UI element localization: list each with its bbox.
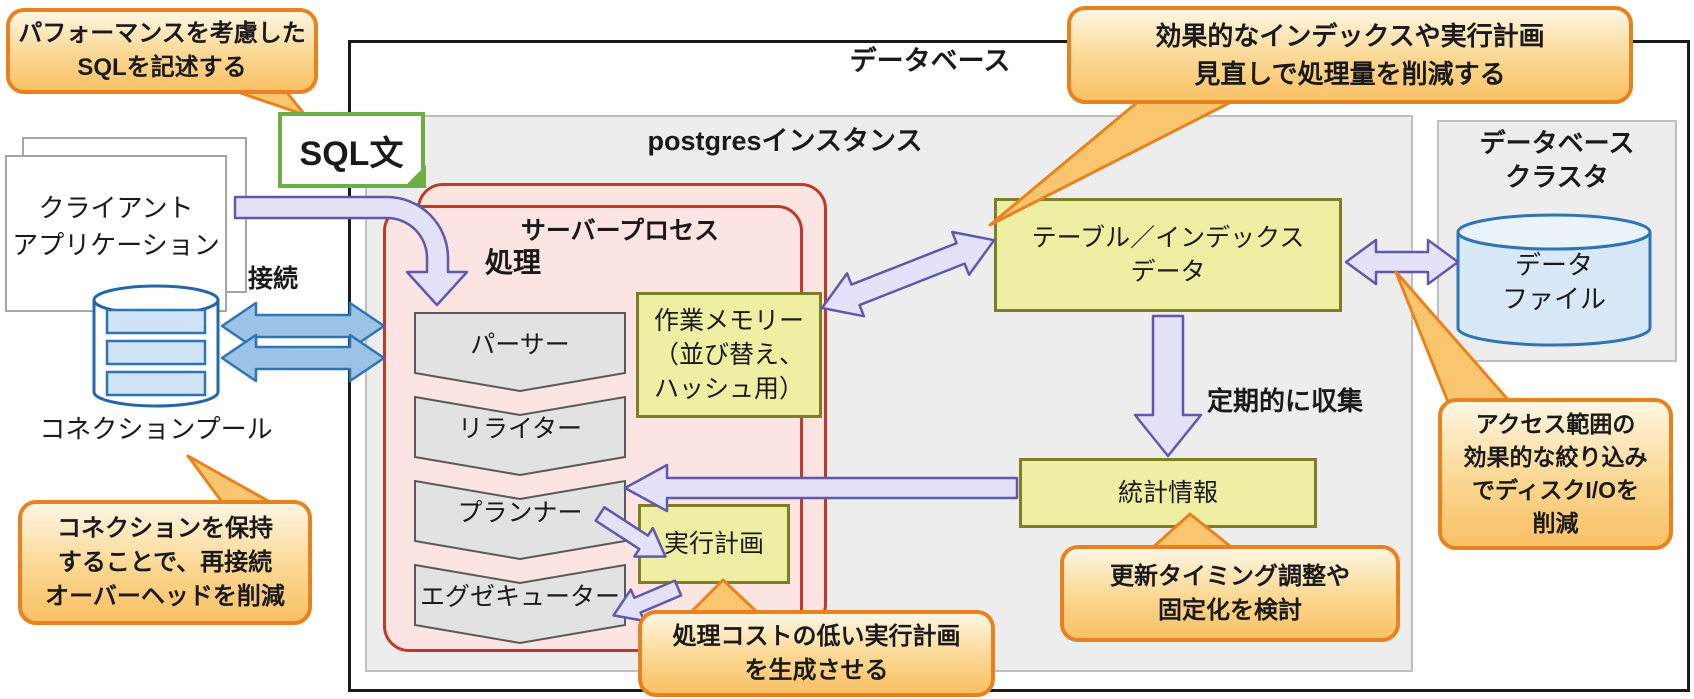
sql-to-parser-arrow <box>233 195 469 307</box>
connection-pool-label: コネクションプール <box>39 414 273 444</box>
rewriter-chevron <box>414 395 626 477</box>
executor-chevron <box>414 563 626 645</box>
stats-tuning-line2: 固定化を検討 <box>1158 596 1302 624</box>
postgres-instance-title: postgresインスタンス <box>647 126 923 156</box>
low-cost-plan-line2: を生成させる <box>744 656 889 684</box>
keep-connection-line1: コネクションを保持 <box>57 514 273 542</box>
parser-label: パーサー <box>470 331 570 359</box>
data-file-line1: データ <box>1514 250 1593 280</box>
db-cluster-line2: クラスタ <box>1505 162 1609 192</box>
disk-io-line2: 効果的な絞り込み <box>1463 444 1648 470</box>
server-process-title: サーバープロセス <box>520 217 720 245</box>
pool-slot-1 <box>105 308 207 335</box>
pool-slot-3 <box>105 370 207 397</box>
disk-io-line1: アクセス範囲の <box>1475 411 1636 437</box>
pool-slot-2 <box>105 339 207 366</box>
planner-label: プランナー <box>457 499 583 527</box>
table-index-box: テーブル／インデックス データ <box>994 198 1342 312</box>
executor-label: エグゼキューター <box>419 583 620 611</box>
work-memory-line3: ハッシュ用） <box>653 375 804 403</box>
client-app-label: クライアント アプリケーション <box>5 190 227 264</box>
db-cluster-line1: データベース <box>1479 128 1635 158</box>
performance-callout-line1: パフォーマンスを考慮した <box>18 20 306 47</box>
table-index-line2: データ <box>1130 258 1206 286</box>
index-callout-pointer <box>988 98 1237 227</box>
index-review-line1: 効果的なインデックスや実行計画 <box>1155 21 1545 51</box>
parser-chevron <box>414 312 626 393</box>
table-index-line1: テーブル／インデックス <box>1031 224 1305 252</box>
low-cost-plan-line1: 処理コストの低い実行計画 <box>672 622 961 650</box>
disk-io-callout: アクセス範囲の 効果的な絞り込み でディスクI/Oを 削減 <box>1438 398 1673 550</box>
disk-io-line4: 削減 <box>1532 510 1579 536</box>
database-title: データベース <box>849 46 1011 76</box>
sql-note: SQL文 <box>278 112 425 188</box>
index-review-line2: 見直しで処理量を削減する <box>1194 59 1506 89</box>
stats-tuning-callout: 更新タイミング調整や 固定化を検討 <box>1060 545 1400 642</box>
keep-connection-line3: オーバーヘッドを削減 <box>45 582 285 610</box>
pool-server-arrow-2 <box>220 333 386 383</box>
index-review-callout: 効果的なインデックスや実行計画 見直しで処理量を削減する <box>1067 6 1633 104</box>
client-app-line2: アプリケーション <box>12 230 220 260</box>
stats-label: 統計情報 <box>1117 479 1218 507</box>
connection-callout-pointer <box>186 454 272 504</box>
plan-callout-pointer <box>688 578 760 615</box>
planner-plan-arrow <box>594 506 667 558</box>
rewriter-label: リライター <box>457 415 582 443</box>
performance-callout-line2: SQLを記述する <box>77 54 247 81</box>
processing-label: 処理 <box>484 247 541 278</box>
connection-label: 接続 <box>247 265 298 293</box>
stats-box: 統計情報 <box>1019 458 1317 528</box>
stats-planner-arrow <box>623 463 1019 513</box>
work-memory-line2: （並び替え、 <box>653 341 804 369</box>
db-cluster-title: データベース クラスタ <box>1447 126 1667 194</box>
data-file-label: データ ファイル <box>1454 248 1654 316</box>
stats-tuning-line1: 更新タイミング調整や <box>1110 562 1350 590</box>
keep-connection-line2: することで、再接続 <box>57 548 273 576</box>
data-file-cylinder-top <box>1456 213 1652 251</box>
client-app-front-box <box>5 155 227 312</box>
table-datafile-arrow <box>1344 238 1460 286</box>
table-stats-arrow <box>1133 314 1203 458</box>
disk-io-line3: でディスクI/Oを <box>1471 477 1640 503</box>
low-cost-plan-callout: 処理コストの低い実行計画 を生成させる <box>638 610 995 697</box>
exec-plan-box: 実行計画 <box>638 504 790 584</box>
client-app-line1: クライアント <box>38 193 194 223</box>
keep-connection-callout: コネクションを保持 することで、再接続 オーバーヘッドを削減 <box>18 500 312 625</box>
sql-note-label: SQL文 <box>299 134 404 173</box>
plan-executor-arrow <box>612 579 683 623</box>
workmem-table-arrow <box>820 230 996 318</box>
periodic-collect-label: 定期的に収集 <box>1206 386 1363 416</box>
work-memory-line1: 作業メモリー <box>653 307 804 335</box>
exec-plan-label: 実行計画 <box>663 530 764 558</box>
data-file-line2: ファイル <box>1501 284 1606 314</box>
work-memory-box: 作業メモリー （並び替え、 ハッシュ用） <box>636 292 822 418</box>
performance-callout: パフォーマンスを考慮した SQLを記述する <box>6 8 318 94</box>
